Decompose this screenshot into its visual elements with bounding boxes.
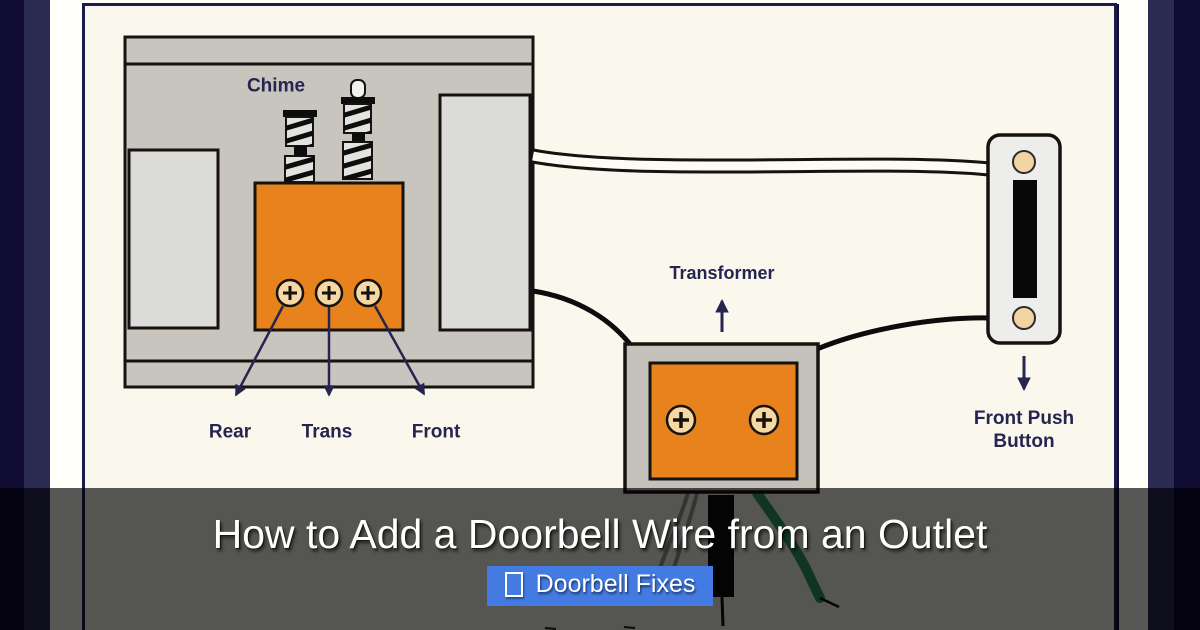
frame-whiteband-top	[50, 0, 1148, 4]
rear-terminal-label: Rear	[208, 421, 252, 443]
missing-glyph-icon	[504, 572, 523, 598]
chime-plunger-left	[283, 110, 317, 183]
push-button-label: Front Push Button	[973, 407, 1075, 452]
video-title: How to Add a Doorbell Wire from an Outle…	[212, 511, 988, 557]
chime-left-bar	[127, 148, 220, 330]
chime-to-transformer-wire	[532, 288, 635, 350]
caption-overlay: How to Add a Doorbell Wire from an Outle…	[0, 488, 1200, 630]
push-button-slot	[1013, 180, 1037, 298]
chime-plunger-right	[341, 79, 375, 180]
transformer-to-button-wire	[816, 315, 990, 352]
channel-badge: Doorbell Fixes	[486, 566, 714, 607]
white-cable	[532, 151, 990, 174]
chime-right-bar	[438, 93, 532, 332]
channel-badge-label: Doorbell Fixes	[535, 570, 696, 599]
transformer-unit	[623, 298, 820, 494]
trans-terminal-label: Trans	[301, 421, 353, 443]
terminal-arrows	[234, 305, 426, 397]
push-button-unit	[986, 133, 1062, 392]
chime-unit	[123, 35, 535, 397]
front-terminal-label: Front	[411, 421, 461, 443]
chime-label: Chime	[246, 75, 306, 97]
chime-terminals	[275, 278, 383, 308]
doorbell-wires	[531, 148, 990, 352]
transformer-label: Transformer	[669, 263, 775, 284]
